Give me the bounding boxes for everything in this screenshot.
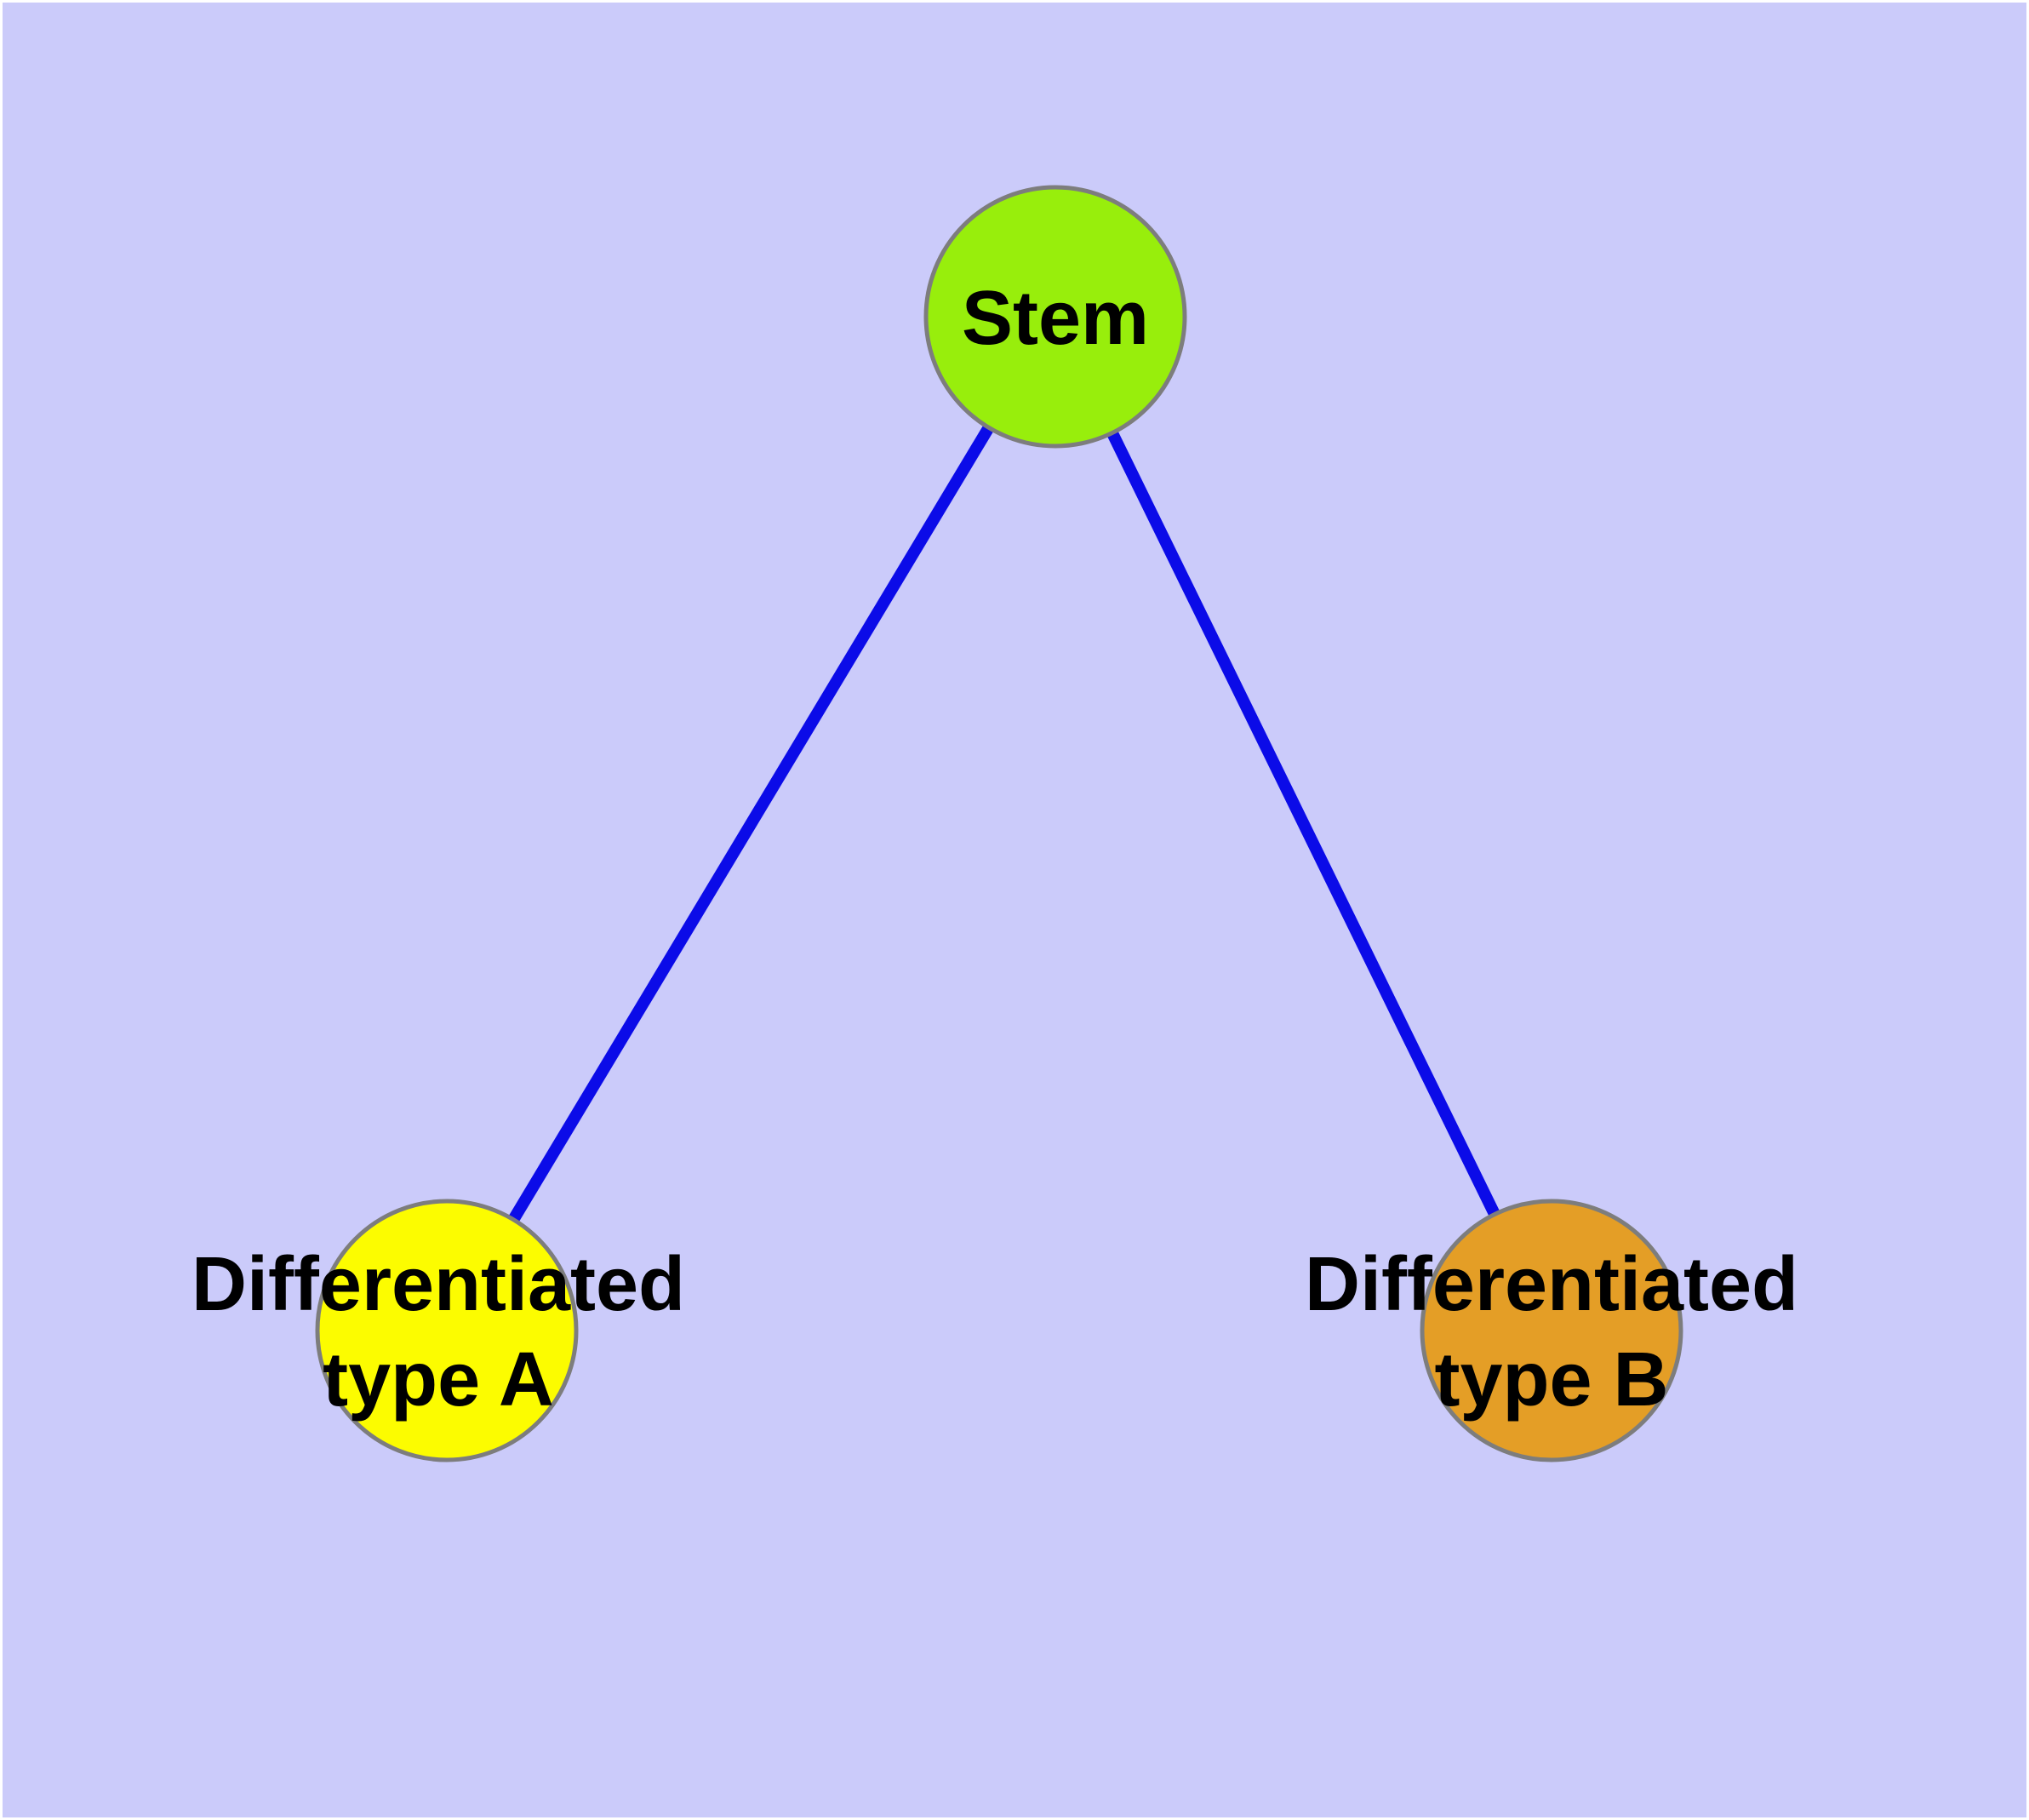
node-typeA-circle — [315, 1199, 579, 1462]
node-stem-circle — [923, 185, 1187, 449]
edge-stem-to-typeA — [441, 313, 1061, 1334]
edge-stem-to-typeB — [1049, 313, 1557, 1334]
node-typeB-label-line1: Differentiated — [1305, 1242, 1798, 1327]
node-typeB-circle — [1420, 1199, 1683, 1462]
node-typeA-label-line2: type A — [323, 1337, 554, 1422]
node-stem-label: Stem — [962, 276, 1149, 361]
node-typeB-label-line2: type B — [1434, 1337, 1668, 1422]
node-typeA-label-line1: Differentiated — [191, 1242, 685, 1327]
